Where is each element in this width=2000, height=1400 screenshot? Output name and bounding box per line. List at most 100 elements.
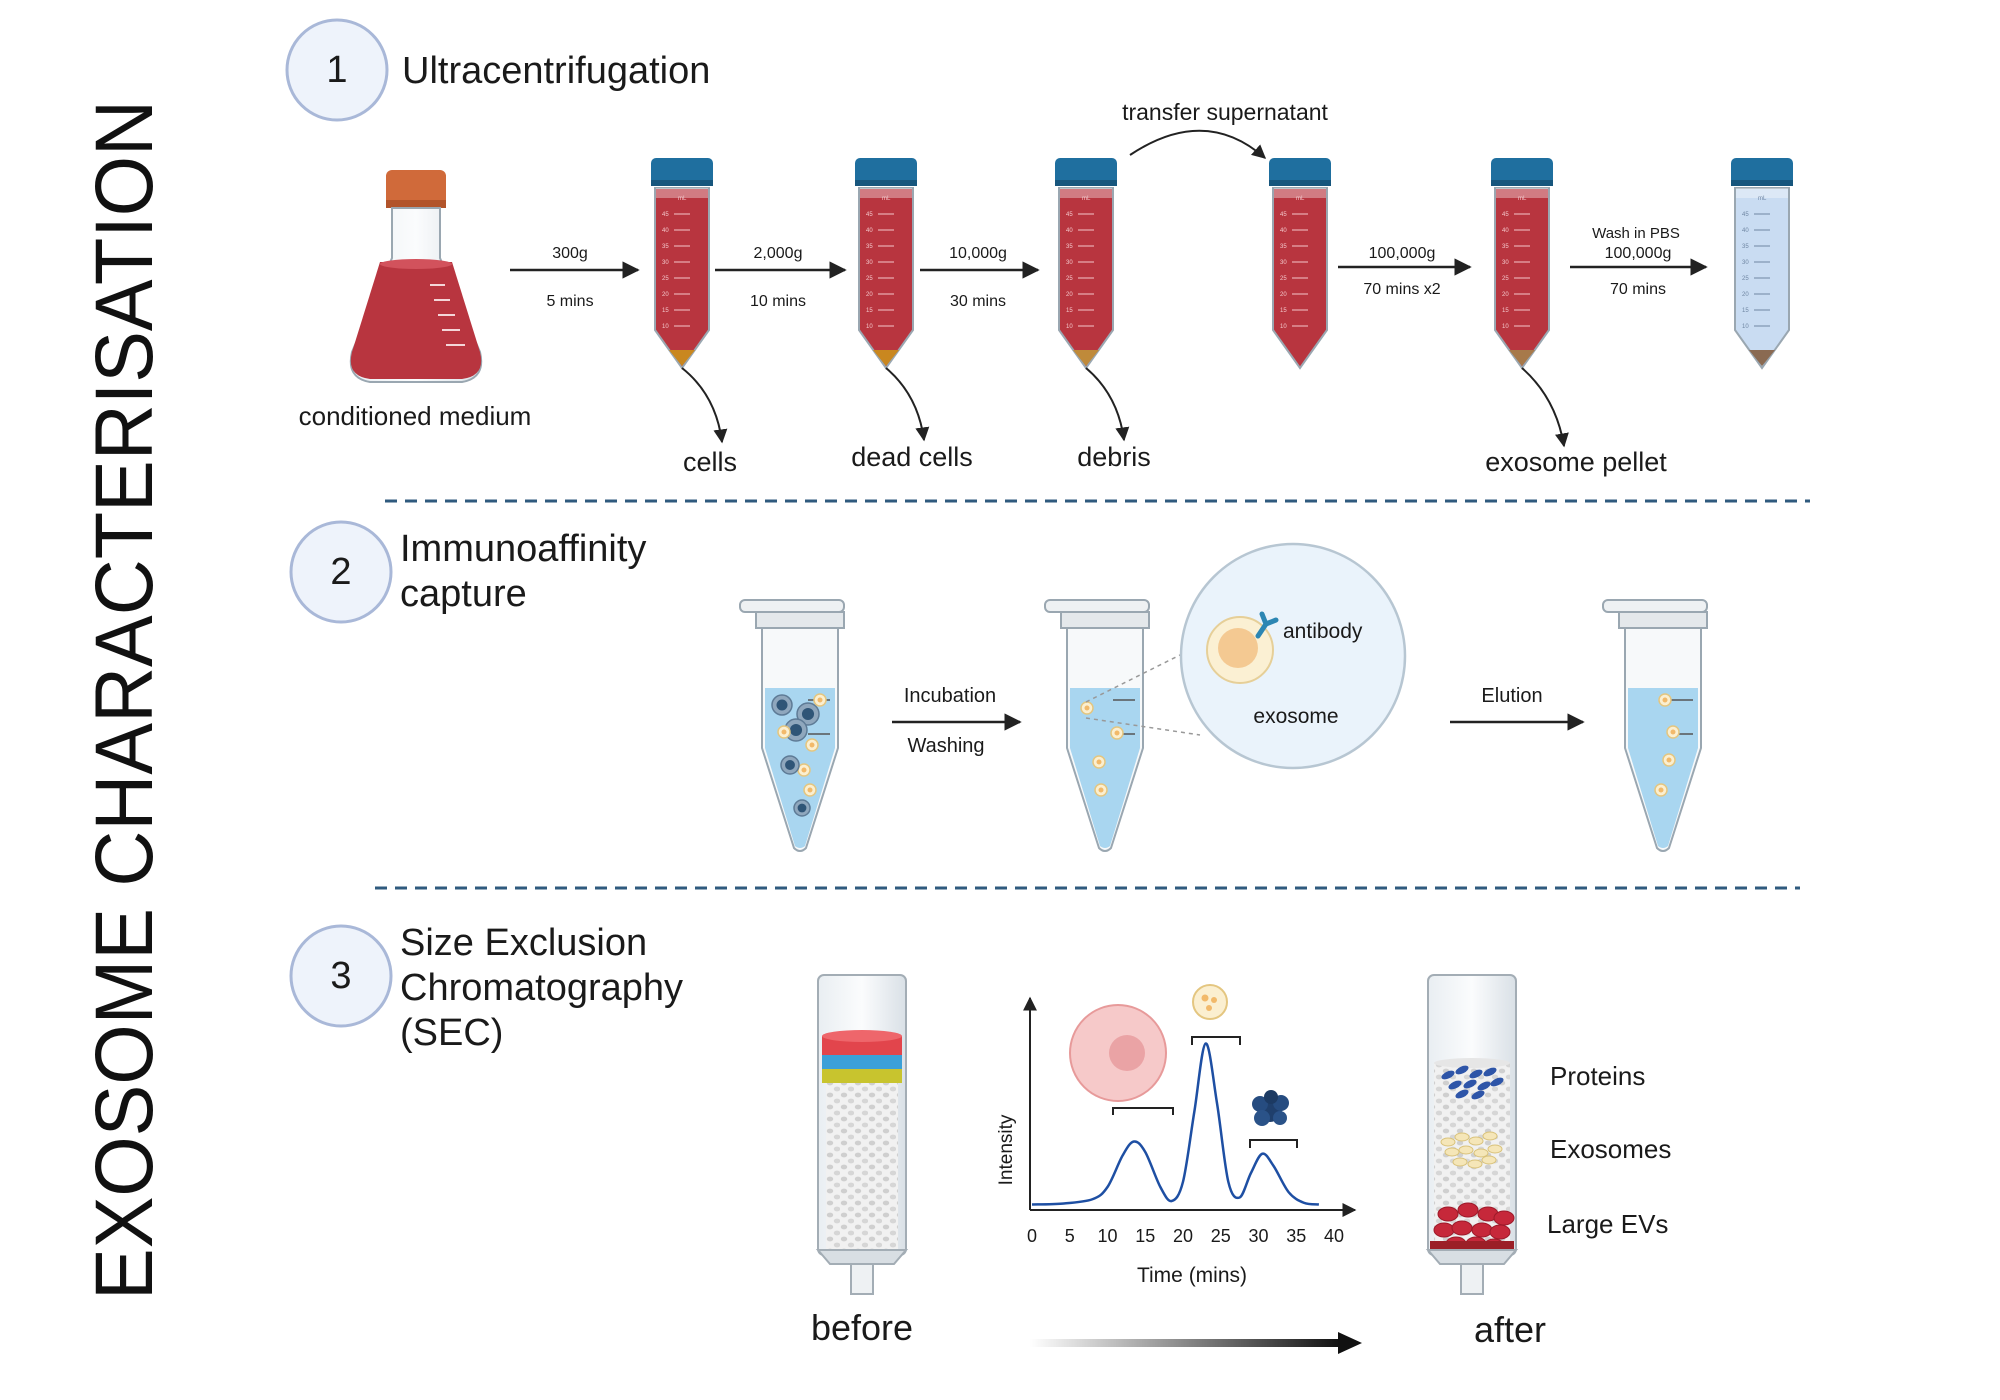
tube-tick-label: 15 — [1502, 308, 1509, 314]
step-3-time: 30 mins — [950, 293, 1006, 310]
tube-tick-label: 45 — [1502, 212, 1509, 218]
tube-tick-label: 35 — [662, 244, 669, 250]
tube-tick-label: 10 — [1502, 324, 1509, 330]
tube-tick-label: 15 — [1280, 308, 1287, 314]
step-1-speed: 300g — [552, 245, 588, 262]
tube-tick-label: 10 — [866, 324, 873, 330]
tube-tick-label: 35 — [1742, 244, 1749, 250]
exosome-small-icon — [1192, 984, 1228, 1020]
tube-tick-label: 10 — [662, 324, 669, 330]
incubation-arrow: Incubation Washing — [892, 685, 1022, 757]
tube-tick-label: 15 — [1066, 308, 1073, 314]
tube-tick-label: 35 — [866, 244, 873, 250]
section-2-badge — [289, 520, 393, 624]
chart-x-tick-0: 0 — [1027, 1226, 1037, 1246]
tube-tick-label: 20 — [1066, 292, 1073, 298]
step-5-time: 70 mins — [1610, 281, 1666, 298]
tube-tick-label: 40 — [1502, 228, 1509, 234]
pellet-arrow-debris — [1085, 367, 1130, 442]
microtubes — [739, 599, 1708, 852]
section-immunoaffinity: 2 Immunoaffinity capture Incubation Wash… — [289, 520, 1708, 852]
tube-tick-label: 35 — [1280, 244, 1287, 250]
section-ultracentrifugation: 1 Ultracentrifugation conditioned medium… — [285, 18, 1793, 477]
chart-x-tick-10: 10 — [1097, 1226, 1117, 1246]
antibody-label: antibody — [1283, 620, 1363, 643]
chart-x-tick-15: 15 — [1135, 1226, 1155, 1246]
protein-cluster — [1441, 1065, 1504, 1100]
layer-label-exosomes: Exosomes — [1550, 1134, 1671, 1164]
progress-arrow — [1030, 1332, 1362, 1354]
bracket-large-evs — [1112, 1107, 1174, 1115]
chart-series-line — [1031, 1042, 1320, 1206]
tube-tick-label: 25 — [866, 276, 873, 282]
chart-x-tick-40: 40 — [1324, 1226, 1344, 1246]
tube-tick-label: 40 — [1742, 228, 1749, 234]
tube-tick-label: 10 — [1066, 324, 1073, 330]
bracket-exosomes — [1191, 1036, 1241, 1045]
layer-label-large-evs: Large EVs — [1547, 1209, 1668, 1239]
step-5-speed: 100,000g — [1605, 245, 1672, 262]
before-label: before — [811, 1307, 913, 1348]
pellet-label-debris: debris — [1077, 442, 1151, 472]
chart-x-tick-35: 35 — [1286, 1226, 1306, 1246]
large-ev-cluster — [1433, 1202, 1515, 1254]
tube-unit-label: mL — [1518, 196, 1527, 202]
tube-tick-label: 45 — [1280, 212, 1287, 218]
step-arrow-2: 2,000g 10 mins — [715, 245, 847, 310]
column-before — [815, 974, 909, 1295]
step-arrow-4: 100,000g 70 mins x2 — [1338, 245, 1472, 298]
transfer-label: transfer supernatant — [1122, 99, 1328, 125]
column-after — [1425, 974, 1519, 1295]
tube-5: mL 45 40 35 30 25 20 15 10 — [1491, 158, 1553, 370]
section-2-title-line2: capture — [400, 573, 527, 615]
tube-unit-label: mL — [1296, 196, 1305, 202]
step-5-wash: Wash in PBS — [1592, 225, 1680, 242]
tube-tick-label: 40 — [1066, 228, 1073, 234]
tube-tick-label: 30 — [866, 260, 873, 266]
tube-tick-label: 45 — [1742, 212, 1749, 218]
tube-tick-label: 20 — [1502, 292, 1509, 298]
section-3-title-line2: Chromatography — [400, 967, 683, 1009]
step-arrow-3: 10,000g 30 mins — [920, 245, 1040, 310]
pellet-label-cells: cells — [683, 447, 737, 477]
microtube-eluted — [1602, 599, 1708, 852]
section-3-number: 3 — [330, 955, 351, 997]
section-3-badge — [289, 924, 393, 1028]
incubation-label: Incubation — [904, 685, 996, 707]
pellet-label-dead-cells: dead cells — [851, 442, 973, 472]
step-3-speed: 10,000g — [949, 245, 1007, 262]
section-3-title-line1: Size Exclusion — [400, 922, 647, 964]
tube-tick-label: 15 — [1742, 308, 1749, 314]
elution-arrow: Elution — [1450, 685, 1585, 731]
washing-label: Washing — [907, 735, 984, 757]
tube-tick-label: 25 — [1280, 276, 1287, 282]
chart-x-tick-5: 5 — [1065, 1226, 1075, 1246]
zoom-inset: antibody exosome — [1085, 542, 1407, 770]
main-title: EXOSOME CHARACTERISATION — [79, 100, 170, 1300]
tube-tick-label: 20 — [1742, 292, 1749, 298]
chart-x-tick-25: 25 — [1211, 1226, 1231, 1246]
tube-tick-label: 25 — [1502, 276, 1509, 282]
tube-tick-label: 30 — [1280, 260, 1287, 266]
tube-tick-label: 15 — [662, 308, 669, 314]
section-3-title-line3: (SEC) — [400, 1012, 503, 1054]
tube-unit-label: mL — [1082, 196, 1091, 202]
tube-tick-label: 10 — [1742, 324, 1749, 330]
tube-tick-label: 30 — [1066, 260, 1073, 266]
tube-unit-label: mL — [882, 196, 891, 202]
step-1-time: 5 mins — [546, 293, 593, 310]
transfer-arrow — [1129, 129, 1267, 159]
tube-tick-label: 30 — [1502, 260, 1509, 266]
exosome-label: exosome — [1253, 705, 1338, 728]
section-1-badge — [285, 18, 389, 122]
tube-tick-label: 45 — [866, 212, 873, 218]
tube-tick-label: 20 — [662, 292, 669, 298]
tube-unit-label: mL — [1758, 196, 1767, 202]
tube-tick-label: 35 — [1502, 244, 1509, 250]
microtube-before — [739, 599, 845, 852]
chart-y-label: Intensity — [996, 1114, 1017, 1185]
